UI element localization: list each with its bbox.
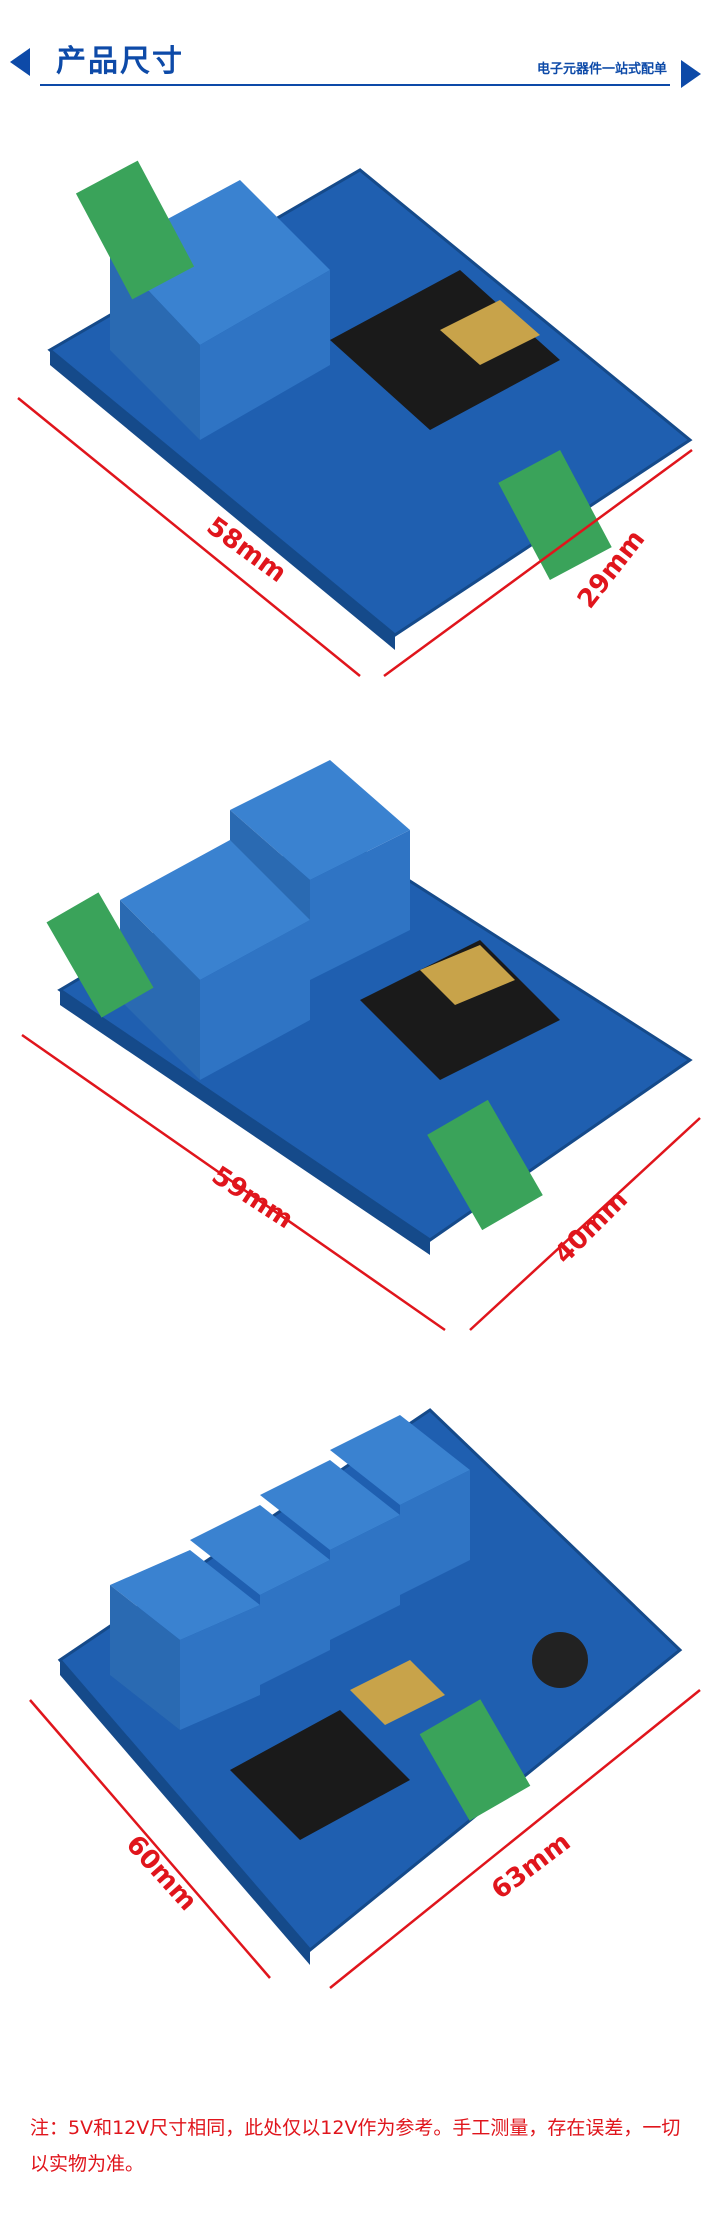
- capacitor: [532, 1632, 588, 1688]
- relay-1-front: [110, 1585, 180, 1730]
- wifi-module: [230, 1710, 410, 1840]
- relay-1-top: [110, 1550, 260, 1640]
- arrow-left-icon: [10, 48, 30, 76]
- relay-3-side: [330, 1515, 400, 1640]
- relay-2-top: [190, 1505, 330, 1595]
- screw-terminal-right: [498, 450, 612, 580]
- relay-1-side: [180, 1605, 260, 1730]
- height-dimension-line: [469, 1117, 701, 1331]
- pcb-edge: [50, 350, 395, 650]
- width-dimension-line: [329, 1689, 701, 1989]
- width-dimension-line: [17, 397, 361, 677]
- wifi-antenna: [440, 300, 540, 365]
- relay-3-top: [260, 1460, 400, 1550]
- pcb-edge: [60, 990, 430, 1255]
- board-panel-1: 58mm 29mm: [0, 110, 711, 690]
- height-dimension-label: 60mm: [120, 1830, 203, 1917]
- height-dimension-line: [383, 448, 693, 678]
- screw-terminal-right: [419, 1699, 531, 1821]
- page-header: 产品尺寸 电子元器件一站式配单: [0, 0, 711, 110]
- relay-1-front: [120, 900, 200, 1080]
- relay-2-side: [310, 830, 410, 980]
- relay-side: [200, 270, 330, 440]
- width-dimension-label: 59mm: [206, 1161, 298, 1235]
- relay-4-side: [400, 1470, 470, 1595]
- relay-1-top: [120, 840, 310, 980]
- measurement-note: 注：5V和12V尺寸相同，此处仅以12V作为参考。手工测量，存在误差，一切以实物…: [30, 2117, 681, 2175]
- pcb-edge: [60, 1660, 310, 1965]
- single-relay-board-illustration: 58mm 29mm: [17, 160, 693, 678]
- screw-terminal-left: [75, 160, 195, 300]
- width-dimension-line: [21, 1033, 446, 1332]
- board-panel-2: 59mm 40mm: [0, 740, 711, 1340]
- relay-2-side: [260, 1560, 330, 1685]
- wifi-antenna: [350, 1660, 445, 1725]
- width-dimension-label: 63mm: [486, 1827, 576, 1905]
- page-title: 产品尺寸: [56, 44, 184, 79]
- height-dimension-line: [29, 1699, 271, 1979]
- board-panel-3: 60mm 63mm: [0, 1390, 711, 2010]
- wifi-antenna: [420, 945, 515, 1005]
- relay-2-top: [230, 760, 410, 880]
- dual-relay-board-illustration: 59mm 40mm: [21, 760, 701, 1332]
- screw-terminal-right: [427, 1099, 543, 1231]
- quad-relay-board-illustration: 60mm 63mm: [29, 1408, 701, 1989]
- relay-1-side: [200, 920, 310, 1080]
- relay-4-top: [330, 1415, 470, 1505]
- arrow-right-icon: [681, 60, 701, 88]
- screw-terminal-left: [46, 892, 154, 1018]
- page-subtitle: 电子元器件一站式配单: [536, 62, 667, 77]
- header-divider: [40, 84, 670, 86]
- height-dimension-label: 40mm: [549, 1185, 634, 1270]
